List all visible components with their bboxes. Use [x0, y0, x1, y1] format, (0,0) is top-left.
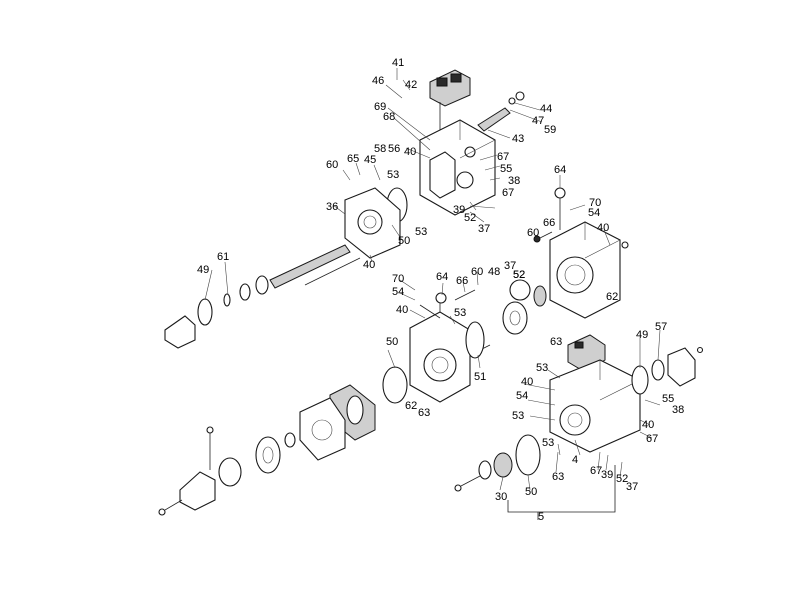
callout: 45 [364, 154, 376, 166]
middle-housing [409, 292, 471, 403]
callout: 67 [646, 433, 658, 445]
callout: 69 [374, 101, 386, 113]
callout: 53 [387, 169, 399, 181]
callout: 39 [601, 469, 613, 481]
callout: 47 [532, 115, 544, 127]
callout: 53 [542, 437, 554, 449]
upper-control-valve [429, 69, 471, 140]
callout: 49 [636, 329, 648, 341]
right-lower-rear-cover [631, 346, 704, 395]
callout: 56 [388, 143, 400, 155]
middle-seal-ring [465, 321, 485, 359]
middle-gear [502, 301, 528, 335]
callout: 67 [502, 187, 514, 199]
right-lower-front-parts [454, 434, 541, 492]
callout: 49 [197, 264, 209, 276]
callout: 41 [392, 57, 404, 69]
callout: 68 [383, 111, 395, 123]
callout: 5 [538, 511, 544, 523]
callout: 53 [454, 307, 466, 319]
callout: 67 [590, 465, 602, 477]
callout: 54 [588, 207, 600, 219]
callout: 53 [415, 226, 427, 238]
callout: 52 [464, 212, 476, 224]
callout: 64 [554, 164, 566, 176]
callout: 40 [642, 419, 654, 431]
callout: 57 [655, 321, 667, 333]
callout: 51 [474, 371, 486, 383]
callout: 62 [606, 291, 618, 303]
right-upper-housing [549, 187, 629, 319]
callout: 63 [550, 336, 562, 348]
upper-housing [419, 119, 496, 216]
callout: 46 [372, 75, 384, 87]
callout: 37 [478, 223, 490, 235]
callout: 37 [504, 260, 516, 272]
callout: 52 [513, 269, 525, 281]
callout: 30 [495, 491, 507, 503]
callout: 66 [543, 217, 555, 229]
callout: 4 [572, 454, 578, 466]
callout: 50 [398, 235, 410, 247]
callout: 40 [396, 304, 408, 316]
callout: 62 [405, 400, 417, 412]
callout: 40 [597, 222, 609, 234]
callout: 54 [516, 390, 528, 402]
callout: 59 [544, 124, 556, 136]
upper-port-block [344, 187, 401, 259]
callout: 55 [662, 393, 674, 405]
middle-ring-50 [382, 366, 408, 404]
callout: 53 [512, 410, 524, 422]
callout-bracket-5 [507, 465, 616, 520]
callout: 60 [326, 159, 338, 171]
callout: 37 [626, 481, 638, 493]
right-lower-housing [549, 359, 641, 453]
callout: 60 [527, 227, 539, 239]
callout: 70 [589, 197, 601, 209]
lower-left-cradle [158, 426, 216, 516]
callout: 50 [525, 486, 537, 498]
callout: 36 [326, 201, 338, 213]
callout: 40 [404, 146, 416, 158]
upper-adjust-screw [477, 91, 525, 132]
swash-plate [218, 432, 296, 487]
right-upper-bolt [533, 231, 553, 243]
callout: 48 [488, 266, 500, 278]
callout: 66 [456, 275, 468, 287]
callout: 64 [436, 271, 448, 283]
upper-drive-shaft [164, 244, 361, 349]
callout: 61 [217, 251, 229, 263]
callout: 44 [540, 103, 552, 115]
callout: 42 [405, 79, 417, 91]
callout: 58 [374, 143, 386, 155]
callout: 52 [513, 269, 525, 281]
callout: 50 [386, 336, 398, 348]
callout: 63 [418, 407, 430, 419]
callout: 63 [552, 471, 564, 483]
callout: 53 [536, 362, 548, 374]
callout: 43 [512, 133, 524, 145]
callout: 52 [616, 473, 628, 485]
callout: 65 [347, 153, 359, 165]
right-upper-coupling [509, 279, 547, 307]
callout: 39 [453, 204, 465, 216]
callout: 40 [521, 376, 533, 388]
callout: 55 [500, 163, 512, 175]
callout: 38 [508, 175, 520, 187]
callout: 38 [672, 404, 684, 416]
callout: 70 [392, 273, 404, 285]
callout-labels: 41 46 42 44 47 59 69 68 58 56 40 43 60 6… [197, 57, 684, 523]
cylinder-block [299, 384, 376, 461]
callout: 60 [471, 266, 483, 278]
leader-lines [204, 68, 661, 491]
callout: 67 [497, 151, 509, 163]
callout: 54 [392, 286, 404, 298]
callout: 40 [363, 259, 375, 271]
